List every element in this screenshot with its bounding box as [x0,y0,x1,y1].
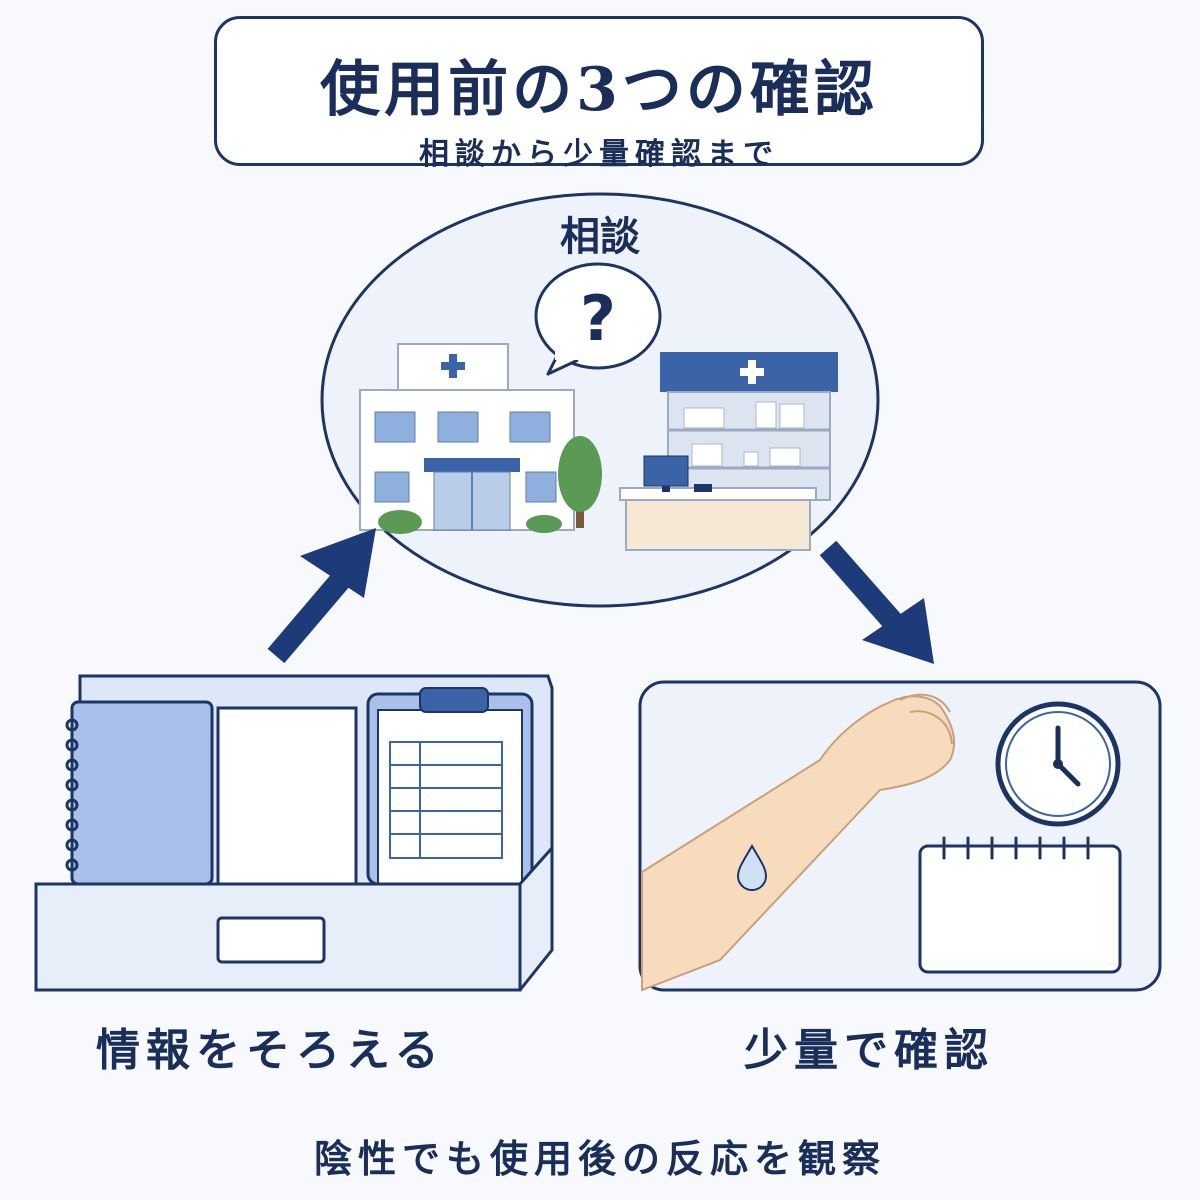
notepad-icon [918,836,1122,974]
page-subtitle: 相談から少量確認まで [419,137,779,172]
clock-icon [995,701,1121,827]
consult-section: 相談 ? [320,192,880,608]
page-title: 使用前の3つの確認 [320,55,878,125]
test-panel [638,680,1162,992]
title-box: 使用前の3つの確認 相談から少量確認まで [214,16,984,172]
pharmacy-icon [619,352,838,551]
consult-label: 相談 [560,214,640,260]
hospital-icon [359,343,575,534]
arrow-up-icon [267,528,376,664]
arrow-down-icon [819,540,934,664]
speech-bubble-icon: ? [534,262,662,376]
arm-icon [641,693,956,992]
info-label: 情報をそろえる [96,1025,445,1076]
footer-note: 陰性でも使用後の反応を観察 [313,1137,886,1181]
water-drop-icon [736,843,768,891]
tree-icon [558,436,602,528]
question-mark: ? [580,282,616,355]
document-box-icon [34,674,554,992]
test-label: 少量で確認 [744,1025,994,1076]
